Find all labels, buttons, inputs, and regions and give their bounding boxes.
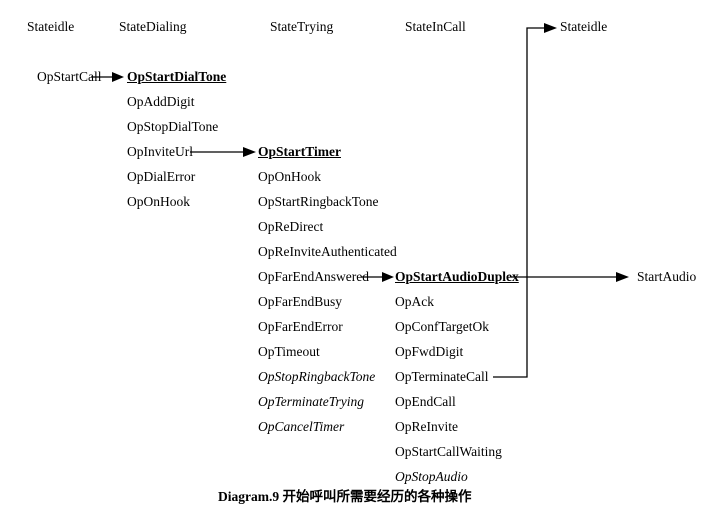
op-opfarenderror: OpFarEndError [258, 319, 343, 334]
op-opstarttimer: OpStartTimer [258, 144, 341, 159]
op-opstopringbacktone: OpStopRingbackTone [258, 369, 376, 384]
op-opstartcall: OpStartCall [37, 69, 102, 84]
diagram-caption: Diagram.9 开始呼叫所需要经历的各种操作 [218, 489, 472, 504]
op-opstartringbacktone: OpStartRingbackTone [258, 194, 379, 209]
op-opreinvite: OpReInvite [395, 419, 458, 434]
op-opfarendbusy: OpFarEndBusy [258, 294, 342, 309]
op-opfwddigit: OpFwdDigit [395, 344, 464, 359]
op-opterminatecall: OpTerminateCall [395, 369, 489, 384]
op-opstartaudioduplex: OpStartAudioDuplex [395, 269, 519, 284]
op-opadddigit: OpAddDigit [127, 94, 195, 109]
op-opredirect: OpReDirect [258, 219, 324, 234]
header-stateidle-right: Stateidle [560, 19, 608, 34]
op-opack: OpAck [395, 294, 434, 309]
arrow-opterminatecall-to-stateidle [493, 23, 557, 378]
op-opdialerror: OpDialError [127, 169, 196, 184]
op-opinviteurl: OpInviteUrl [127, 144, 193, 159]
op-opfarendanswered: OpFarEndAnswered [258, 269, 369, 284]
op-oponhook-dialing: OpOnHook [127, 194, 190, 209]
op-opcanceltimer: OpCancelTimer [258, 419, 345, 434]
op-opendcall: OpEndCall [395, 394, 456, 409]
op-opstopaudio: OpStopAudio [395, 469, 468, 484]
header-statetrying: StateTrying [270, 19, 334, 34]
op-optimeout: OpTimeout [258, 344, 320, 359]
arrow-opinviteurl-to-opstarttimer [190, 147, 256, 157]
op-opstopdialtone: OpStopDialTone [127, 119, 219, 134]
label-startaudio: StartAudio [637, 269, 697, 284]
header-statedialing: StateDialing [119, 19, 187, 34]
op-opreinviteauthenticated: OpReInviteAuthenticated [258, 244, 397, 259]
op-opstartcallwaiting: OpStartCallWaiting [395, 444, 502, 459]
op-opterminatetrying: OpTerminateTrying [258, 394, 365, 409]
op-opconftargetok: OpConfTargetOk [395, 319, 490, 334]
op-opstartdialtone: OpStartDialTone [127, 69, 227, 84]
header-stateidle-left: Stateidle [27, 19, 75, 34]
header-stateincall: StateInCall [405, 19, 466, 34]
arrow-opstartaudioduplex-to-startaudio [511, 272, 629, 282]
op-oponhook-trying: OpOnHook [258, 169, 321, 184]
